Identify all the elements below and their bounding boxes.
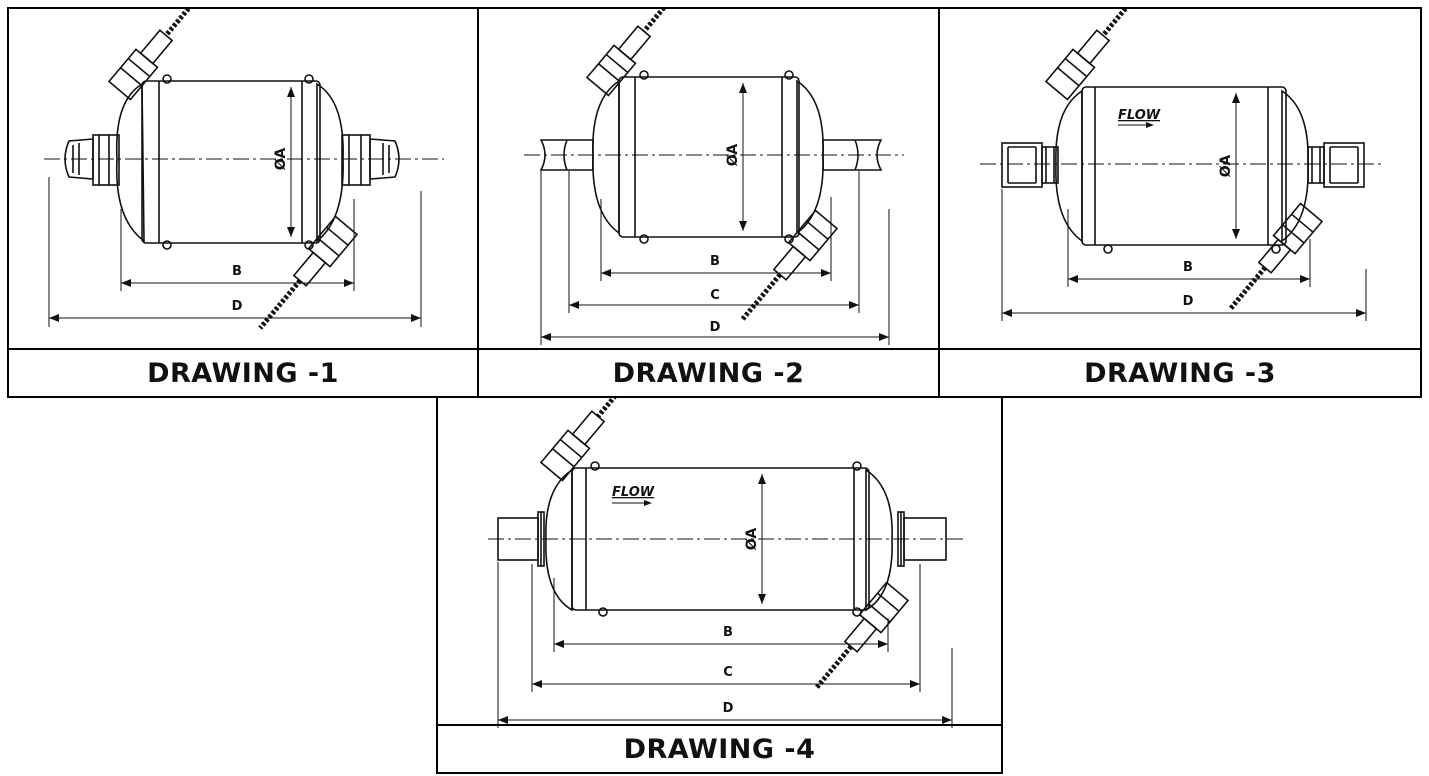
drawing-panel-1: ØA B D DRAWING -1 [7, 0, 479, 398]
drawing-3-dim-b: B [1183, 260, 1193, 275]
drawing-2-diameter-label: ØA [725, 144, 741, 167]
drawing-4-dim-c: C [723, 665, 733, 680]
drawing-4-dim-d: D [723, 701, 734, 716]
drawing-3-area: FLOW ØA B D [940, 0, 1420, 352]
drawing-1-dim-d: D [232, 299, 243, 314]
drawing-1-area: ØA B D [9, 0, 477, 352]
drawing-panel-4: FLOW ØA B C D DRAWING -4 [436, 367, 1003, 774]
drawing-3-flow-label: FLOW [1118, 108, 1161, 123]
drawing-3-dim-d: D [1183, 294, 1194, 309]
drawing-2-caption: DRAWING -2 [479, 348, 938, 396]
drawing-1-caption: DRAWING -1 [9, 348, 477, 396]
drawing-4-svg: FLOW ØA B C D [488, 367, 963, 728]
drawing-2-dim-b: B [710, 254, 720, 269]
drawing-4-diameter-label: ØA [744, 528, 760, 551]
drawing-2-area: ØA B C D [479, 0, 938, 352]
drawing-2-svg: ØA B C D [524, 0, 904, 345]
drawing-4-dim-b: B [723, 625, 733, 640]
drawing-2-dim-c: C [710, 288, 720, 303]
drawing-panel-3: FLOW ØA B D DRAWING -3 [938, 0, 1422, 398]
drawing-1-svg: ØA B D [44, 0, 444, 330]
drawing-4-area: FLOW ØA B C D [438, 367, 1001, 730]
drawing-1-diameter-label: ØA [273, 148, 289, 171]
drawing-3-caption: DRAWING -3 [940, 348, 1420, 396]
drawing-panel-2: ØA B C D DRAWING -2 [477, 0, 940, 398]
drawing-3-svg: FLOW ØA B D [980, 0, 1385, 321]
drawing-2-dim-d: D [710, 320, 721, 335]
drawing-3-diameter-label: ØA [1218, 155, 1234, 178]
drawing-4-caption: DRAWING -4 [438, 724, 1001, 772]
drawing-4-flow-label: FLOW [612, 485, 655, 500]
drawing-1-dim-b: B [232, 264, 242, 279]
